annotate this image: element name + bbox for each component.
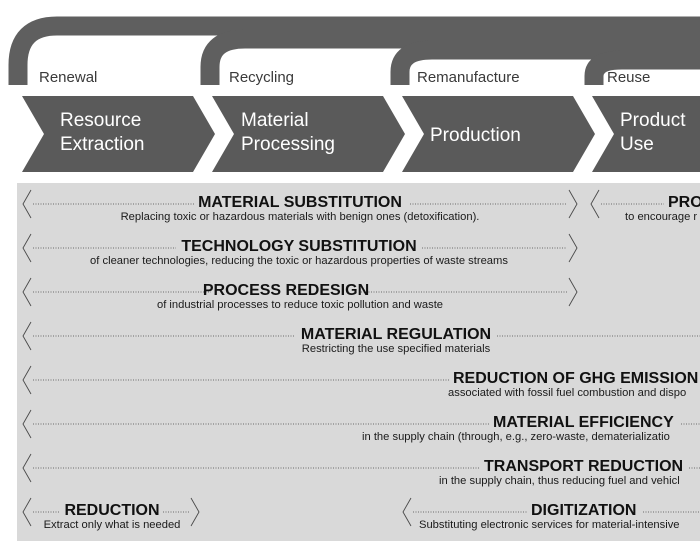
bracket-material-substitution-left: [22, 189, 32, 219]
strategy-title-reduction: REDUCTION: [64, 502, 159, 519]
chevron-production: [402, 96, 595, 172]
bracket-material-substitution-right: [568, 189, 578, 219]
bracket-technology-substitution-left: [22, 233, 32, 263]
stage-extraction-line2: Extraction: [60, 134, 144, 155]
strategy-title-transport-reduction: TRANSPORT REDUCTION: [484, 458, 683, 475]
strategy-texts: MATERIAL SUBSTITUTION Replacing toxic or…: [44, 194, 700, 531]
loop-arc-reuse: [584, 50, 700, 85]
strategy-desc-digitization: Substituting electronic services for mat…: [419, 519, 680, 531]
loop-label-remanufacture: Remanufacture: [417, 69, 520, 86]
bracket-reduction-ghg-left: [22, 365, 32, 395]
strategy-desc-reduction: Extract only what is needed: [44, 519, 181, 531]
strategy-desc-transport-reduction: in the supply chain, thus reducing fuel …: [439, 475, 680, 487]
bracket-process-redesign-left: [22, 277, 32, 307]
stage-production-line1: Production: [430, 125, 521, 146]
bracket-digitization-left: [402, 497, 412, 527]
stage-labels: Resource Extraction Material Processing …: [60, 110, 686, 155]
loop-label-recycling: Recycling: [229, 69, 294, 86]
strategy-title-digitization: DIGITIZATION: [531, 502, 636, 519]
bracket-pro-left: [590, 189, 600, 219]
strategy-desc-pro-partial: to encourage r: [625, 211, 697, 223]
loop-arc-remanufacture: [390, 40, 700, 85]
bracket-process-redesign-right: [568, 277, 578, 307]
stage-use-line2: Use: [620, 134, 654, 155]
chevron-resource-extraction: [22, 96, 215, 172]
strategy-desc-material-regulation: Restricting the use specified materials: [302, 343, 491, 355]
strategy-panel: [17, 183, 700, 541]
strategy-title-technology-substitution: TECHNOLOGY SUBSTITUTION: [181, 238, 416, 255]
strategy-desc-material-substitution: Replacing toxic or hazardous materials w…: [121, 211, 480, 223]
loop-arc-recycling: [200, 29, 700, 85]
loop-arcs: [8, 16, 700, 85]
stage-use-line1: Product: [620, 110, 686, 131]
stage-extraction-line1: Resource: [60, 110, 141, 131]
strategy-desc-reduction-ghg: associated with fossil fuel combustion a…: [448, 387, 686, 399]
strategy-title-material-substitution: MATERIAL SUBSTITUTION: [198, 194, 402, 211]
bracket-technology-substitution-right: [568, 233, 578, 263]
chevron-product-use: [592, 96, 700, 172]
chevron-material-processing: [212, 96, 405, 172]
strategy-desc-technology-substitution: of cleaner technologies, reducing the to…: [90, 255, 508, 267]
loop-arc-renewal: [8, 16, 700, 85]
stage-processing-line2: Processing: [241, 134, 335, 155]
strategy-title-material-efficiency: MATERIAL EFFICIENCY: [493, 414, 674, 431]
strategy-title-reduction-ghg: REDUCTION OF GHG EMISSION: [453, 370, 698, 387]
bracket-reduction-right: [190, 497, 200, 527]
strategy-title-pro-partial: PRO: [668, 194, 700, 211]
bracket-material-efficiency-left: [22, 409, 32, 439]
loop-labels: Renewal Recycling Remanufacture Reuse: [39, 69, 650, 86]
strategy-title-material-regulation: MATERIAL REGULATION: [301, 326, 491, 343]
stage-chevrons: [22, 96, 700, 172]
strategy-desc-material-efficiency: in the supply chain (through, e.g., zero…: [362, 431, 670, 443]
loop-label-renewal: Renewal: [39, 69, 97, 86]
strategy-desc-process-redesign: of industrial processes to reduce toxic …: [157, 299, 443, 311]
bracket-reduction-left: [22, 497, 32, 527]
strategy-guide-lines: [33, 203, 700, 513]
bracket-material-regulation-left: [22, 321, 32, 351]
bracket-transport-reduction-left: [22, 453, 32, 483]
loop-label-reuse: Reuse: [607, 69, 650, 86]
strategy-title-process-redesign: PROCESS REDESIGN: [203, 282, 369, 299]
stage-processing-line1: Material: [241, 110, 309, 131]
strategy-brackets: [22, 189, 600, 527]
